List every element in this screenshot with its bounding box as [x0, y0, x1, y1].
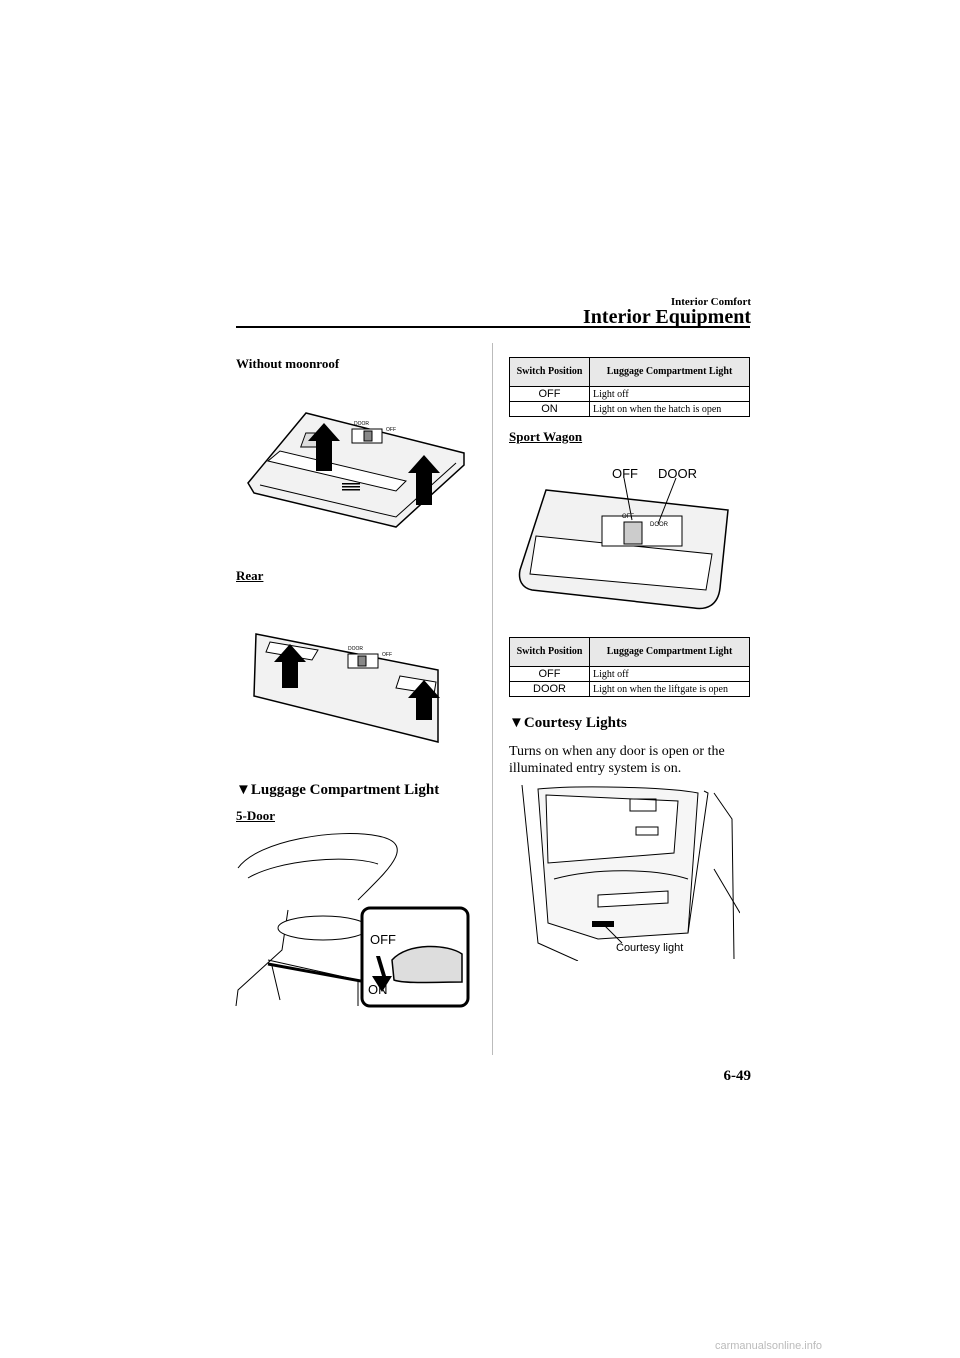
- table-header-position: Switch Position: [509, 357, 590, 387]
- wagon-off-text: OFF: [612, 466, 638, 481]
- wagon-switch-door-text: DOOR: [650, 522, 669, 528]
- table-header-light: Luggage Compartment Light: [589, 637, 750, 667]
- heading-marker-icon: ▼: [509, 715, 524, 731]
- table-row: DOOR Light on when the liftgate is open: [509, 681, 750, 697]
- courtesy-heading: ▼Courtesy Lights: [509, 715, 627, 732]
- courtesy-light-figure: Courtesy light: [521, 784, 740, 961]
- rear-light-figure: DOOR OFF: [253, 633, 440, 743]
- five-door-label: 5-Door: [236, 808, 275, 823]
- trunk-off-text: OFF: [370, 932, 396, 947]
- table-cell-desc: Light off: [589, 386, 750, 402]
- courtesy-heading-text: Courtesy Lights: [523, 715, 627, 731]
- page-title: Interior Equipment: [583, 306, 751, 328]
- luggage-table-wagon: Switch Position Luggage Compartment Ligh…: [509, 637, 750, 697]
- table-row: OFF Light off: [509, 386, 750, 402]
- without-moonroof-label: Without moonroof: [236, 356, 340, 371]
- courtesy-body: Turns on when any door is open or the il…: [509, 744, 725, 776]
- table-header-position: Switch Position: [509, 637, 590, 667]
- table-cell-position: OFF: [509, 666, 590, 682]
- wagon-light-figure: OFF DOOR OFF DOOR: [518, 466, 729, 610]
- switch-off-text: OFF: [386, 427, 396, 433]
- wagon-switch-off-text: OFF: [622, 514, 634, 520]
- rear-label: Rear: [236, 568, 264, 583]
- trunk-light-figure: OFF ON: [235, 833, 470, 1008]
- rear-switch-door-text: DOOR: [348, 646, 363, 652]
- watermark: carmanualsonline.info: [714, 1340, 822, 1352]
- rear-switch-off-text: OFF: [382, 652, 392, 658]
- luggage-heading-text: Luggage Compartment Light: [250, 782, 440, 798]
- table-cell-position: ON: [509, 401, 590, 417]
- table-row: ON Light on when the hatch is open: [509, 401, 750, 417]
- table-cell-desc: Light on when the hatch is open: [589, 401, 750, 417]
- switch-door-text: DOOR: [354, 421, 369, 427]
- table-row: OFF Light off: [509, 666, 750, 682]
- courtesy-light-label: Courtesy light: [616, 942, 683, 954]
- table-cell-desc: Light on when the liftgate is open: [589, 681, 750, 697]
- page-number: 6-49: [723, 1068, 752, 1084]
- section-label: Interior Comfort: [670, 296, 751, 308]
- table-cell-desc: Light off: [589, 666, 750, 682]
- column-divider: [492, 343, 493, 1055]
- luggage-heading: ▼Luggage Compartment Light: [236, 782, 439, 799]
- overhead-light-figure: DOOR OFF: [247, 412, 465, 528]
- table-cell-position: OFF: [509, 386, 590, 402]
- header-rule: [236, 326, 750, 328]
- wagon-door-text: DOOR: [658, 466, 697, 481]
- table-header-light: Luggage Compartment Light: [589, 357, 750, 387]
- luggage-table-5door: Switch Position Luggage Compartment Ligh…: [509, 357, 750, 417]
- heading-marker-icon: ▼: [236, 782, 251, 798]
- trunk-on-text: ON: [368, 982, 388, 997]
- table-cell-position: DOOR: [509, 681, 590, 697]
- sport-wagon-label: Sport Wagon: [509, 429, 583, 444]
